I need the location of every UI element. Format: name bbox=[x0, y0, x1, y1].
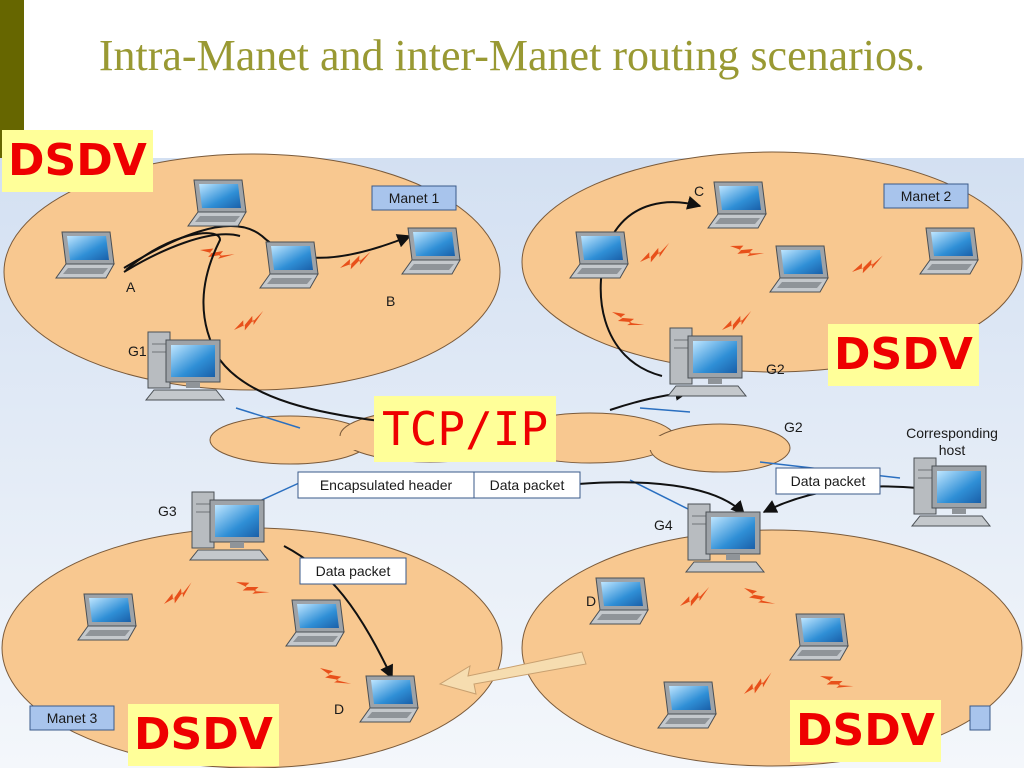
laptop bbox=[77, 593, 137, 641]
data-packet-box: Data packet bbox=[490, 477, 565, 493]
manet1-region bbox=[3, 153, 501, 391]
laptop bbox=[285, 599, 345, 647]
manet4-label-box bbox=[969, 705, 991, 731]
laptop bbox=[259, 241, 319, 289]
manet2-label: Manet 2 bbox=[901, 188, 952, 204]
gateway-g3 bbox=[189, 491, 269, 561]
node-c-label: C bbox=[694, 183, 704, 199]
node-d-label: D bbox=[334, 701, 344, 717]
data-packet-box: Data packet bbox=[316, 563, 391, 579]
laptop bbox=[789, 613, 849, 661]
laptop bbox=[187, 179, 247, 227]
gateway-g1-label: G1 bbox=[128, 343, 147, 359]
dsdv-label: DSDV bbox=[828, 324, 979, 386]
node-d-label: D bbox=[586, 593, 596, 609]
slide-title: Intra-Manet and inter-Manet routing scen… bbox=[98, 31, 926, 80]
laptop bbox=[569, 231, 629, 279]
dsdv-label: DSDV bbox=[790, 700, 941, 762]
laptop-b bbox=[401, 227, 461, 275]
laptop bbox=[919, 227, 979, 275]
dsdv-label: DSDV bbox=[128, 704, 279, 766]
laptop-c bbox=[707, 181, 767, 229]
laptop bbox=[769, 245, 829, 293]
gateway-g4 bbox=[685, 503, 765, 573]
data-packet-box: Data packet bbox=[791, 473, 866, 489]
corresponding-host-label: host bbox=[939, 442, 966, 458]
migration-arrow bbox=[438, 651, 587, 695]
laptop bbox=[657, 681, 717, 729]
corresponding-host-computer bbox=[911, 457, 991, 527]
manet1-label: Manet 1 bbox=[389, 190, 440, 206]
gateway-g1 bbox=[145, 331, 225, 401]
manet4-region bbox=[521, 529, 1023, 767]
manet3-label: Manet 3 bbox=[47, 710, 98, 726]
corresponding-host-label: Corresponding bbox=[906, 425, 998, 441]
dsdv-label: DSDV bbox=[2, 130, 153, 192]
node-a-label: A bbox=[126, 279, 136, 295]
gateway-g2-label: G2 bbox=[766, 361, 785, 377]
gateway-g4-label: G4 bbox=[654, 517, 673, 533]
node-b-label: B bbox=[386, 293, 395, 309]
laptop-d bbox=[589, 577, 649, 625]
laptop-a bbox=[55, 231, 115, 279]
gateway-g2 bbox=[667, 327, 747, 397]
gateway-g3-label: G3 bbox=[158, 503, 177, 519]
gateway-g2-label: G2 bbox=[784, 419, 803, 435]
encapsulated-header-box: Encapsulated header bbox=[320, 477, 453, 493]
laptop-d bbox=[359, 675, 419, 723]
tcpip-label: TCP/IP bbox=[374, 396, 557, 462]
